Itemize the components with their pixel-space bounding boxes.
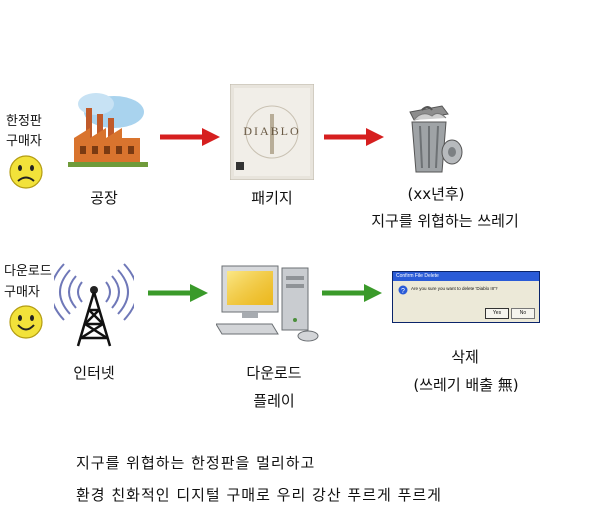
diablo-package-box: DIABLO — [230, 84, 314, 180]
download-buyer-label-line1: 다운로드 — [4, 264, 52, 279]
red-arrow-icon — [322, 126, 386, 148]
broadcast-tower-icon — [54, 262, 134, 348]
download-buyer-label-line2: 구매자 — [4, 285, 40, 300]
computer-icon — [216, 262, 332, 342]
dialog-no-button[interactable]: No — [511, 308, 535, 319]
green-arrow-icon — [146, 282, 210, 304]
dialog-message: Are you sure you want to delete 'Diablo … — [411, 286, 498, 291]
pc-caption-line2: 플레이 — [253, 392, 295, 410]
question-icon: ? — [398, 285, 408, 295]
green-arrow-icon — [320, 282, 384, 304]
happy-face-icon — [8, 304, 44, 340]
factory-icon — [60, 90, 150, 170]
delete-caption-line1: 삭제 — [451, 348, 479, 366]
trash-can-icon — [392, 100, 472, 180]
red-arrow-icon — [158, 126, 222, 148]
dialog-title: Confirm File Delete — [393, 272, 539, 281]
factory-caption: 공장 — [90, 189, 118, 207]
svg-text:?: ? — [401, 288, 405, 295]
dialog-yes-button[interactable]: Yes — [485, 308, 509, 319]
delete-caption-line2: (쓰레기 배출 無) — [413, 376, 519, 394]
package-caption: 패키지 — [251, 189, 293, 207]
trash-caption-line1: (xx년후) — [407, 185, 465, 203]
limited-buyer-label-line1: 한정판 — [6, 114, 42, 129]
footer-line1: 지구를 위협하는 한정판을 멀리하고 — [76, 454, 316, 472]
internet-caption: 인터넷 — [73, 364, 115, 382]
footer-line2: 환경 친화적인 디지털 구매로 우리 강산 푸르게 푸르게 — [76, 486, 442, 504]
package-logo: DIABLO — [243, 124, 301, 138]
delete-confirm-dialog: Confirm File Delete ? Are you sure you w… — [392, 271, 540, 323]
sad-face-icon — [8, 154, 44, 190]
pc-caption-line1: 다운로드 — [246, 364, 302, 382]
trash-caption-line2: 지구를 위협하는 쓰레기 — [371, 212, 519, 230]
limited-buyer-label-line2: 구매자 — [6, 134, 42, 149]
